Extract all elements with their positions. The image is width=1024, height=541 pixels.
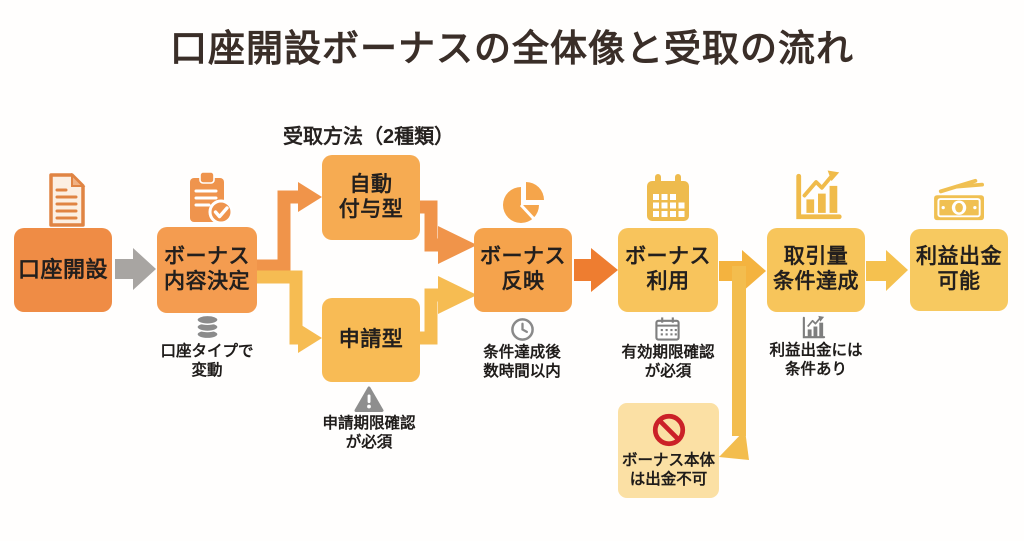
arrow-decision-to-application bbox=[250, 270, 303, 345]
step-auto-grant: 自動 付与型 bbox=[322, 155, 420, 240]
note-no-withdraw-card: ボーナス本体 は出金不可 bbox=[618, 403, 719, 498]
warning-icon bbox=[354, 386, 384, 412]
note-no-withdraw-label: ボーナス本体 は出金不可 bbox=[621, 451, 715, 488]
step-bonus-use: ボーナス 利用 bbox=[618, 228, 718, 312]
bar-chart-small-icon bbox=[802, 315, 826, 339]
clipboard-check-icon bbox=[190, 171, 234, 225]
arrowhead-use-to-nowithdraw bbox=[719, 430, 749, 460]
arrow-account-to-decision bbox=[115, 248, 156, 290]
prohibition-icon bbox=[652, 413, 685, 446]
calendar-icon bbox=[647, 174, 689, 221]
note-bonus-decision: 口座タイプで 変動 bbox=[160, 343, 254, 379]
arrow-application-to-reflect bbox=[415, 288, 438, 345]
arrow-volume-to-profit bbox=[866, 250, 908, 291]
step-profit-withdraw-label: 利益出金 可能 bbox=[916, 245, 1002, 293]
page-title: 口座開設ボーナスの全体像と受取の流れ bbox=[170, 28, 854, 69]
step-application-label: 申請型 bbox=[338, 327, 404, 351]
arrowhead-decision-to-application bbox=[298, 323, 322, 353]
branch-method-header: 受取方法（2種類） bbox=[283, 126, 455, 148]
step-profit-withdraw: 利益出金 可能 bbox=[910, 229, 1008, 311]
step-bonus-use-label: ボーナス 利用 bbox=[625, 245, 711, 293]
step-bonus-reflect: ボーナス 反映 bbox=[474, 228, 572, 312]
step-bonus-reflect-label: ボーナス 反映 bbox=[480, 245, 566, 293]
step-bonus-decision-label: ボーナス 内容決定 bbox=[164, 245, 250, 293]
calendar-small-icon bbox=[655, 317, 680, 341]
pie-chart-icon bbox=[503, 182, 544, 223]
step-account-open-label: 口座開設 bbox=[17, 257, 108, 283]
note-bonus-use: 有効期限確認 が必須 bbox=[621, 344, 715, 380]
bar-chart-icon bbox=[796, 170, 842, 220]
arrow-use-to-nowithdraw-shaft bbox=[732, 266, 746, 436]
step-volume-condition: 取引量 条件達成 bbox=[767, 228, 865, 312]
clock-icon bbox=[511, 318, 534, 341]
step-auto-grant-label: 自動 付与型 bbox=[338, 172, 404, 221]
arrowhead-auto-to-reflect bbox=[438, 226, 477, 264]
step-volume-condition-label: 取引量 条件達成 bbox=[773, 245, 859, 293]
step-bonus-decision: ボーナス 内容決定 bbox=[157, 227, 257, 313]
arrowhead-application-to-reflect bbox=[438, 276, 477, 314]
coins-icon bbox=[196, 314, 219, 340]
money-icon bbox=[934, 178, 984, 221]
note-volume-condition: 利益出金には 条件あり bbox=[769, 342, 863, 378]
arrow-decision-to-auto bbox=[250, 190, 298, 273]
note-application: 申請期限確認 が必須 bbox=[322, 415, 416, 451]
arrow-reflect-to-use bbox=[574, 248, 618, 292]
arrowhead-decision-to-auto bbox=[298, 182, 322, 212]
step-application: 申請型 bbox=[322, 298, 420, 382]
arrow-auto-to-reflect bbox=[415, 200, 438, 252]
step-account-open: 口座開設 bbox=[14, 228, 112, 312]
document-icon bbox=[49, 173, 86, 227]
note-bonus-reflect: 条件達成後 数時間以内 bbox=[483, 344, 561, 380]
